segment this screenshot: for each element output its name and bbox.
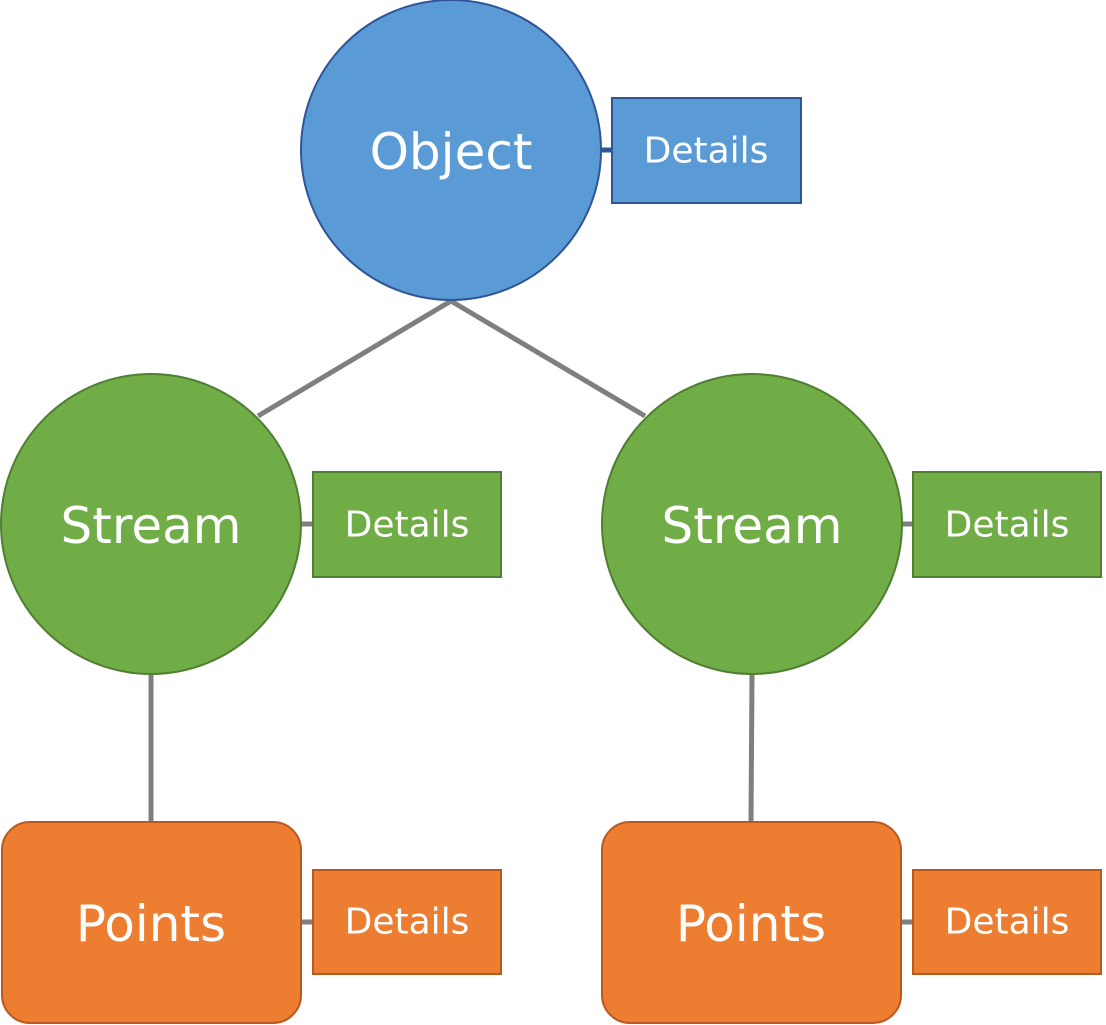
points-left-rect (1, 821, 302, 1024)
points-right-rect (601, 821, 902, 1024)
points-node-left[interactable]: Points (1, 821, 302, 1024)
points-right-details-label: Details (945, 902, 1070, 943)
points-right-label: Points (676, 895, 826, 953)
edge-object-stream-left (256, 298, 453, 419)
stream-left-circle (0, 373, 302, 675)
edge-object-stream-right (449, 298, 647, 419)
stream-node-left[interactable]: Stream (0, 373, 302, 675)
object-details-box[interactable]: Details (611, 97, 802, 204)
points-left-details-box[interactable]: Details (312, 869, 502, 975)
points-left-details-label: Details (345, 902, 470, 943)
stream-right-details-box[interactable]: Details (912, 471, 1102, 578)
stream-right-details-label: Details (945, 505, 1070, 546)
stream-node-right[interactable]: Stream (601, 373, 903, 675)
points-left-details-rect (312, 869, 502, 975)
object-details-rect (611, 97, 802, 204)
stream-right-details-rect (912, 471, 1102, 578)
stream-left-details-label: Details (345, 505, 470, 546)
stream-left-details-rect (312, 471, 502, 578)
object-details-label: Details (644, 131, 769, 172)
edge-stream-right-points-right (748, 673, 755, 823)
points-right-details-box[interactable]: Details (912, 869, 1102, 975)
stream-right-circle (601, 373, 903, 675)
stream-left-label: Stream (61, 497, 242, 555)
points-left-label: Points (76, 895, 226, 953)
stream-right-label: Stream (662, 497, 843, 555)
stream-left-details-box[interactable]: Details (312, 471, 502, 578)
points-node-right[interactable]: Points (601, 821, 902, 1024)
points-right-details-rect (912, 869, 1102, 975)
object-node[interactable]: Object (300, 0, 602, 301)
object-label: Object (370, 123, 533, 181)
object-circle (300, 0, 602, 301)
